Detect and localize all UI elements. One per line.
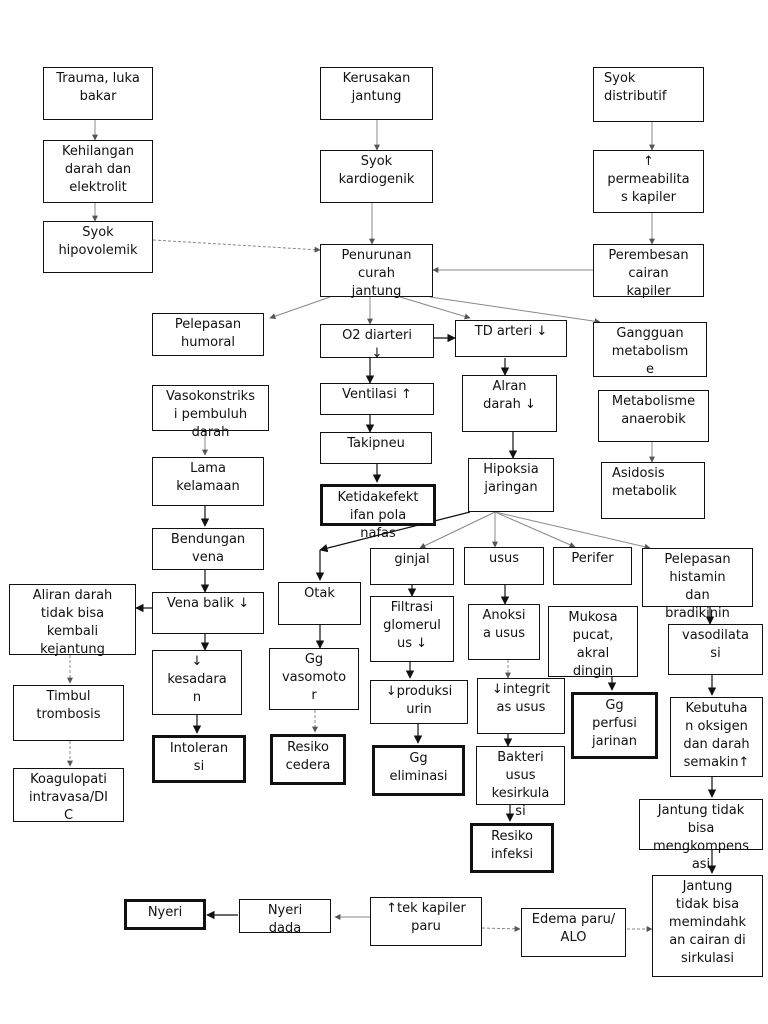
node-takipneu: Takipneu xyxy=(320,432,432,464)
node-aliran: Aliran darah tidak bisa kembali kejantun… xyxy=(9,584,136,657)
node-produksi: ↓produksi urin xyxy=(370,680,468,724)
node-gangguan: Gangguan metabolism e xyxy=(593,322,707,377)
edge-hipoksia-ginjal xyxy=(419,511,496,549)
edge-hipovolemik-penurunan xyxy=(152,239,321,253)
node-resikoinfeksi: Resiko infeksi xyxy=(470,823,554,873)
node-kehilangan: Kehilangan darah dan elektrolit xyxy=(43,140,153,203)
node-koagulopati: Koagulopati intravasa/DI C xyxy=(13,768,124,823)
node-ginjal: ginjal xyxy=(370,548,454,585)
edge-hipoksia-histamin xyxy=(494,511,651,550)
node-alran: Alran darah ↓ xyxy=(462,375,557,432)
node-nyeri: Nyeri xyxy=(124,899,206,930)
node-kebutuhan: Kebutuha n oksigen dan darah semakin↑ xyxy=(670,697,763,777)
node-venabalik: Vena balik ↓ xyxy=(152,592,264,634)
node-vasodilatasi: vasodilata si xyxy=(668,624,763,675)
node-integritas: ↓integrit as usus xyxy=(477,678,565,734)
node-mukosa: Mukosa pucat, akral dingin xyxy=(548,606,638,679)
node-permeabilitas: ↑ permeabilita s kapiler xyxy=(593,150,704,213)
node-ventilasi: Ventilasi ↑ xyxy=(320,383,434,415)
edge-penurunan-td xyxy=(399,296,471,320)
node-jantungtidak1: Jantung tidak bisa mengkompens asi xyxy=(639,799,763,872)
node-jantungtidak2: Jantung tidak bisa memindahk an cairan d… xyxy=(652,875,763,977)
node-bakteri: Bakteri usus kesirkula si xyxy=(476,746,565,819)
node-pelepasan-humoral: Pelepasan humoral xyxy=(152,313,264,356)
node-edema: Edema paru/ ALO xyxy=(521,908,626,957)
node-usus: usus xyxy=(464,547,544,585)
node-timbul: Timbul trombosis xyxy=(13,685,124,741)
node-kesadaran: ↓ kesadara n xyxy=(152,650,242,715)
node-asidosis: Asidosis metabolik xyxy=(601,462,705,519)
node-resikocedera: Resiko cedera xyxy=(270,734,346,785)
node-ggvaso: Gg vasomoto r xyxy=(269,648,359,710)
node-trauma: Trauma, luka bakar xyxy=(43,67,153,120)
node-kerusakan: Kerusakan jantung xyxy=(320,67,433,120)
node-penurunan: Penurunan curah jantung xyxy=(320,244,433,299)
node-bendungan: Bendungan vena xyxy=(152,528,264,570)
node-anoksi: Anoksi a usus xyxy=(468,604,540,660)
node-filtrasi: Filtrasi glomerul us ↓ xyxy=(370,596,454,662)
node-ggeliminasi: Gg eliminasi xyxy=(372,745,465,796)
node-ketidakefektifan: Ketidakefekt ifan pola nafas xyxy=(320,484,436,541)
edge-hipoksia-perifer xyxy=(494,511,576,548)
node-vasokonstriksi: Vasokonstriks i pembuluh darah xyxy=(152,385,269,440)
node-hipoksia: Hipoksia jaringan xyxy=(468,458,554,512)
edge-penurunan-gangguan xyxy=(429,296,601,325)
node-histamin: Pelepasan histamin dan bradikinin xyxy=(642,548,753,621)
node-ggperfusi: Gg perfusi jarinan xyxy=(571,692,658,759)
node-hipovolemik: Syok hipovolemik xyxy=(43,221,153,273)
edge-tek-edema xyxy=(481,925,521,932)
node-perembesan: Perembesan cairan kapiler xyxy=(593,244,704,299)
node-kardiogenik: Syok kardiogenik xyxy=(320,150,433,203)
node-perifer: Perifer xyxy=(553,547,632,585)
edge-hipoksia-otak xyxy=(319,511,471,553)
node-o2: O2 diarteri ↓ xyxy=(320,324,434,361)
node-intoleransi: Intoleran si xyxy=(152,735,246,783)
node-anaerobik: Metabolisme anaerobik xyxy=(598,390,709,442)
node-nyeridada: Nyeri dada xyxy=(239,899,331,936)
node-tekkapiler: ↑tek kapiler paru xyxy=(370,897,482,946)
node-lama: Lama kelamaan xyxy=(152,457,264,506)
node-distributif: Syok distributif xyxy=(593,67,704,122)
edge-penurunan-humoral xyxy=(269,296,331,320)
node-td: TD arteri ↓ xyxy=(455,320,567,357)
node-otak: Otak xyxy=(278,582,361,625)
